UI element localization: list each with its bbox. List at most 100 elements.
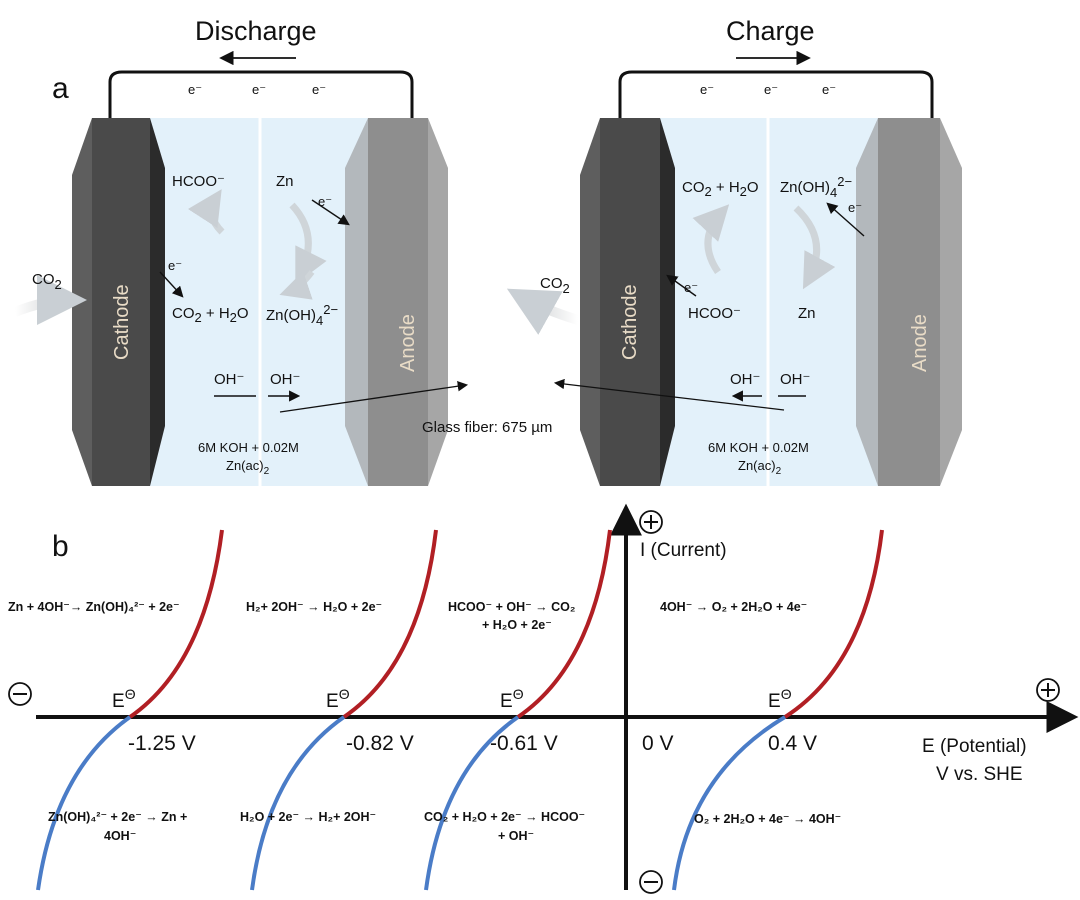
discharge-anode-edge bbox=[428, 118, 448, 486]
charge-external-circuit bbox=[618, 70, 934, 150]
orr-curve bbox=[672, 715, 787, 891]
discharge-electron-anode: e⁻ bbox=[318, 194, 332, 209]
charge-zn: Zn bbox=[798, 305, 816, 322]
zn-oxidation-curve bbox=[128, 529, 224, 719]
discharge-co2-h2o: CO2 + H2O bbox=[172, 305, 249, 325]
discharge-electron-1: e⁻ bbox=[188, 82, 202, 97]
charge-electron-1: e⁻ bbox=[700, 82, 714, 97]
discharge-electron-from-cathode-arrow bbox=[159, 271, 184, 298]
discharge-electron-cathode: e⁻ bbox=[168, 258, 182, 273]
discharge-title: Discharge bbox=[195, 16, 317, 46]
discharge-cycle-arrow-left bbox=[188, 189, 225, 235]
charge-electron-to-cathode-arrow bbox=[666, 274, 697, 297]
charge-electron-anode: e⁻ bbox=[848, 200, 862, 215]
co2-reduction-curve bbox=[424, 715, 520, 891]
potential-value-3: -0.61 V bbox=[490, 732, 558, 755]
oer-curve bbox=[783, 529, 884, 719]
zincate-reduction-equation-line1: Zn(OH)₄²⁻ + 2e⁻ → Zn + bbox=[48, 810, 187, 824]
panel-label-a: a bbox=[52, 72, 69, 105]
charge-glass-fiber-pointer bbox=[553, 378, 785, 411]
discharge-electron-2: e⁻ bbox=[252, 82, 266, 97]
charge-cathode-side bbox=[660, 118, 675, 486]
h2o-reduction-equation: H₂O + 2e⁻ → H₂+ 2OH⁻ bbox=[240, 810, 376, 824]
discharge-cathode-side bbox=[150, 118, 165, 486]
formate-oxidation-equation-line2: + H₂O + 2e⁻ bbox=[482, 618, 552, 632]
charge-oh-1: OH⁻ bbox=[730, 371, 760, 388]
discharge-cell: Discharge e⁻ e⁻ e⁻ Cathode Anode CO2 HCO… bbox=[13, 16, 469, 486]
charge-electrolyte-line2: Zn(ac)2 bbox=[738, 458, 782, 477]
charge-electron-3: e⁻ bbox=[822, 82, 836, 97]
discharge-anode-front bbox=[368, 118, 428, 486]
co2-reduction-equation-line2: + OH⁻ bbox=[498, 829, 534, 843]
zincate-reduction-curve bbox=[36, 715, 132, 891]
minus-potential-sign bbox=[8, 682, 32, 706]
charge-cycle-arrow-right bbox=[793, 205, 836, 290]
e-standard-label-4: EΘ bbox=[768, 686, 792, 712]
charge-oh-2: OH⁻ bbox=[780, 371, 810, 388]
glass-fiber-label: Glass fiber: 675 µm bbox=[422, 419, 552, 436]
discharge-zincate-arrow bbox=[279, 270, 315, 300]
discharge-external-circuit bbox=[108, 70, 414, 150]
discharge-zincate: Zn(OH)42− bbox=[266, 302, 338, 328]
discharge-electron-3: e⁻ bbox=[312, 82, 326, 97]
charge-anode-side bbox=[856, 118, 878, 486]
charge-zincate: Zn(OH)42− bbox=[780, 174, 852, 200]
potential-value-5: 0.4 V bbox=[768, 732, 817, 755]
potential-axis-label: E (Potential) bbox=[922, 736, 1027, 757]
discharge-glass-fiber-pointer bbox=[279, 381, 469, 413]
charge-electron-2: e⁻ bbox=[764, 82, 778, 97]
charge-formate: HCOO⁻ bbox=[688, 305, 741, 322]
discharge-cycle-arrow-right bbox=[289, 202, 327, 285]
h2-oxidation-curve bbox=[342, 529, 438, 719]
discharge-electrolyte-line2: Zn(ac)2 bbox=[226, 458, 270, 477]
discharge-formate: HCOO⁻ bbox=[172, 173, 225, 190]
charge-co2-h2o: CO2 + H2O bbox=[682, 179, 759, 199]
discharge-oh-2: OH⁻ bbox=[270, 371, 300, 388]
zincate-reduction-equation-line2: 4OH⁻ bbox=[104, 829, 136, 843]
charge-anode-edge bbox=[940, 118, 962, 486]
charge-anode-front bbox=[878, 118, 940, 486]
discharge-electrolyte-line1: 6M KOH + 0.02M bbox=[198, 440, 299, 455]
discharge-oh-1: OH⁻ bbox=[214, 371, 244, 388]
oer-equation: 4OH⁻ → O₂ + 2H₂O + 4e⁻ bbox=[660, 600, 807, 614]
discharge-electron-to-anode-arrow bbox=[311, 199, 350, 226]
orr-equation: O₂ + 2H₂O + 4e⁻ → 4OH⁻ bbox=[694, 812, 841, 826]
charge-electrolyte-line1: 6M KOH + 0.02M bbox=[708, 440, 809, 455]
discharge-anode-side bbox=[345, 118, 368, 486]
potential-value-1: -1.25 V bbox=[128, 732, 196, 755]
potential-value-4: 0 V bbox=[642, 732, 674, 755]
discharge-cathode-label: Cathode bbox=[111, 284, 133, 360]
discharge-co2-label: CO2 bbox=[32, 271, 62, 292]
charge-electron-from-anode-arrow bbox=[826, 202, 865, 237]
charge-cycle-arrow-left bbox=[692, 204, 730, 274]
plus-potential-sign bbox=[1036, 678, 1060, 702]
h2-oxidation-equation: H₂+ 2OH⁻ → H₂O + 2e⁻ bbox=[246, 600, 382, 614]
formate-oxidation-equation-line1: HCOO⁻ + OH⁻ → CO₂ bbox=[448, 600, 575, 614]
charge-co2-label: CO2 bbox=[540, 275, 570, 296]
minus-current-sign bbox=[639, 870, 663, 894]
charge-cathode-edge bbox=[580, 118, 600, 486]
panel-label-b: b bbox=[52, 530, 69, 563]
formate-oxidation-curve bbox=[516, 529, 612, 719]
charge-anode-label: Anode bbox=[909, 314, 931, 372]
discharge-cathode-edge bbox=[72, 118, 92, 486]
co2-reduction-equation-line1: CO₂ + H₂O + 2e⁻ → HCOO⁻ bbox=[424, 810, 585, 824]
zn-oxidation-equation: Zn + 4OH⁻→ Zn(OH)₄²⁻ + 2e⁻ bbox=[8, 600, 180, 614]
h2o-reduction-curve bbox=[250, 715, 346, 891]
plus-current-sign bbox=[639, 510, 663, 534]
discharge-cathode-front bbox=[92, 118, 150, 486]
e-standard-label-2: EΘ bbox=[326, 686, 350, 712]
charge-title: Charge bbox=[726, 16, 815, 46]
charge-electron-cathode: e⁻ bbox=[684, 280, 698, 295]
e-standard-label-3: EΘ bbox=[500, 686, 524, 712]
charge-cell: Charge e⁻ e⁻ e⁻ Cathode Anode CO2 CO2 + … bbox=[506, 16, 962, 486]
charge-cathode-label: Cathode bbox=[619, 284, 641, 360]
discharge-anode-label: Anode bbox=[397, 314, 419, 372]
potential-axis-unit: V vs. SHE bbox=[936, 764, 1023, 785]
discharge-zn: Zn bbox=[276, 173, 294, 190]
discharge-co2-inlet-arrow bbox=[13, 275, 87, 326]
e-standard-label-1: EΘ bbox=[112, 686, 136, 712]
charge-co2-outlet-arrow bbox=[506, 288, 580, 335]
potential-value-2: -0.82 V bbox=[346, 732, 414, 755]
